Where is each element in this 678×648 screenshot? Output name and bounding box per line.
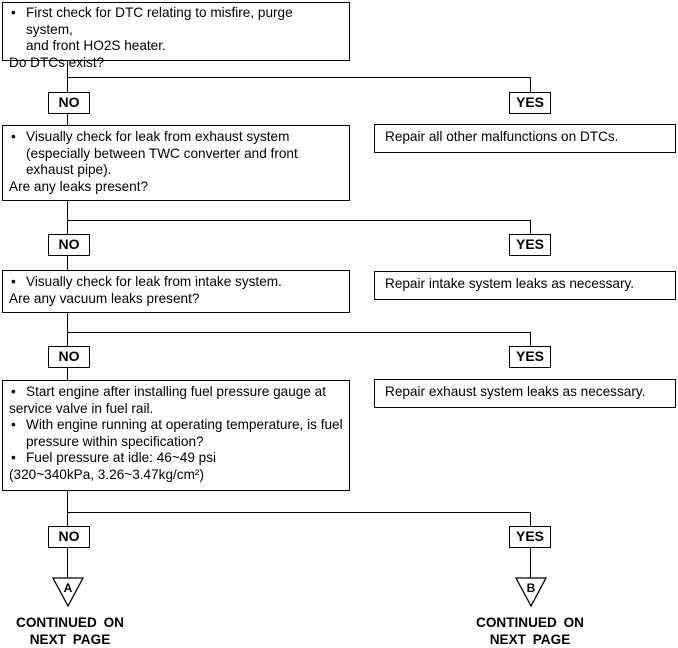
step-2-no-down	[67, 256, 69, 270]
step-2-yes-action: Repair intake system leaks as necessary.	[374, 271, 676, 300]
step-1-no-down	[67, 114, 69, 125]
step-1-branch	[67, 77, 531, 79]
step-4-line-2: service valve in fuel rail.	[9, 400, 154, 416]
step-2-question: Are any leaks present?	[9, 178, 149, 194]
step-3-line-1: •Visually check for leak from intake sys…	[11, 274, 282, 289]
step-1-no-label: NO	[48, 92, 90, 114]
step-4-line-1: •Start engine after installing fuel pres…	[11, 384, 327, 399]
step-3-no-label: NO	[48, 346, 90, 368]
step-3-no-down	[67, 368, 69, 380]
step-1-question-box: •First check for DTC relating to misfire…	[2, 2, 350, 70]
step-2-line-3: exhaust pipe).	[26, 162, 112, 177]
connector-a-line-2: NEXT PAGE	[29, 632, 111, 647]
step-3-question-box: •Visually check for leak from intake sys…	[2, 270, 350, 313]
step-4-line-3: •With engine running at operating temper…	[11, 417, 343, 432]
step-1-yes-action: Repair all other malfunctions on DTCs.	[374, 124, 676, 153]
step-3-yes-label: YES	[509, 346, 551, 368]
connector-b-line-1: CONTINUED ON	[476, 615, 584, 630]
connector-b-caption: CONTINUED ON NEXT PAGE	[462, 614, 598, 648]
step-3-question: Are any vacuum leaks present?	[9, 290, 200, 306]
step-2-branch	[67, 220, 531, 222]
connector-b-stem	[530, 548, 532, 578]
connector-b-letter: B	[527, 581, 536, 595]
step-3-stem	[67, 313, 69, 346]
step-1-line-1: •First check for DTC relating to misfire…	[11, 5, 293, 37]
step-4-line-4: pressure within specification?	[26, 433, 204, 449]
step-4-yes-drop	[530, 512, 532, 526]
connector-b-line-2: NEXT PAGE	[489, 632, 571, 647]
connector-a-caption: CONTINUED ON NEXT PAGE	[2, 614, 138, 648]
step-2-line-2: (especially between TWC converter and fr…	[26, 145, 298, 161]
step-3-branch	[67, 332, 531, 334]
step-4-no-label: NO	[48, 526, 90, 548]
connector-a-stem	[67, 548, 69, 578]
step-2-yes-drop	[530, 220, 532, 234]
connector-b-triangle: B	[514, 577, 548, 608]
step-2-yes-label: YES	[509, 234, 551, 256]
step-4-line-6: (320~340kPa, 3.26~3.47kg/cm²)	[9, 466, 204, 482]
step-4-stem	[67, 491, 69, 526]
step-3-yes-action: Repair exhaust system leaks as necessary…	[374, 379, 676, 408]
connector-a-line-1: CONTINUED ON	[16, 615, 124, 630]
step-1-stem	[67, 61, 69, 92]
step-2-no-label: NO	[48, 234, 90, 256]
step-1-yes-label: YES	[509, 92, 551, 114]
step-1-yes-drop	[530, 77, 532, 92]
step-2-stem	[67, 201, 69, 234]
connector-a-letter: A	[64, 581, 73, 595]
step-1-line-2: and front HO2S heater.	[26, 38, 166, 53]
step-4-yes-label: YES	[509, 526, 551, 548]
step-1-question: Do DTCs exist?	[9, 54, 105, 70]
step-2-line-1: •Visually check for leak from exhaust sy…	[11, 129, 290, 144]
step-4-line-5: •Fuel pressure at idle: 46~49 psi	[11, 450, 217, 465]
step-2-question-box: •Visually check for leak from exhaust sy…	[2, 125, 350, 201]
step-3-yes-drop	[530, 332, 532, 346]
step-4-question-box: •Start engine after installing fuel pres…	[2, 380, 350, 491]
connector-a-triangle: A	[51, 577, 85, 608]
step-4-branch	[67, 512, 531, 514]
